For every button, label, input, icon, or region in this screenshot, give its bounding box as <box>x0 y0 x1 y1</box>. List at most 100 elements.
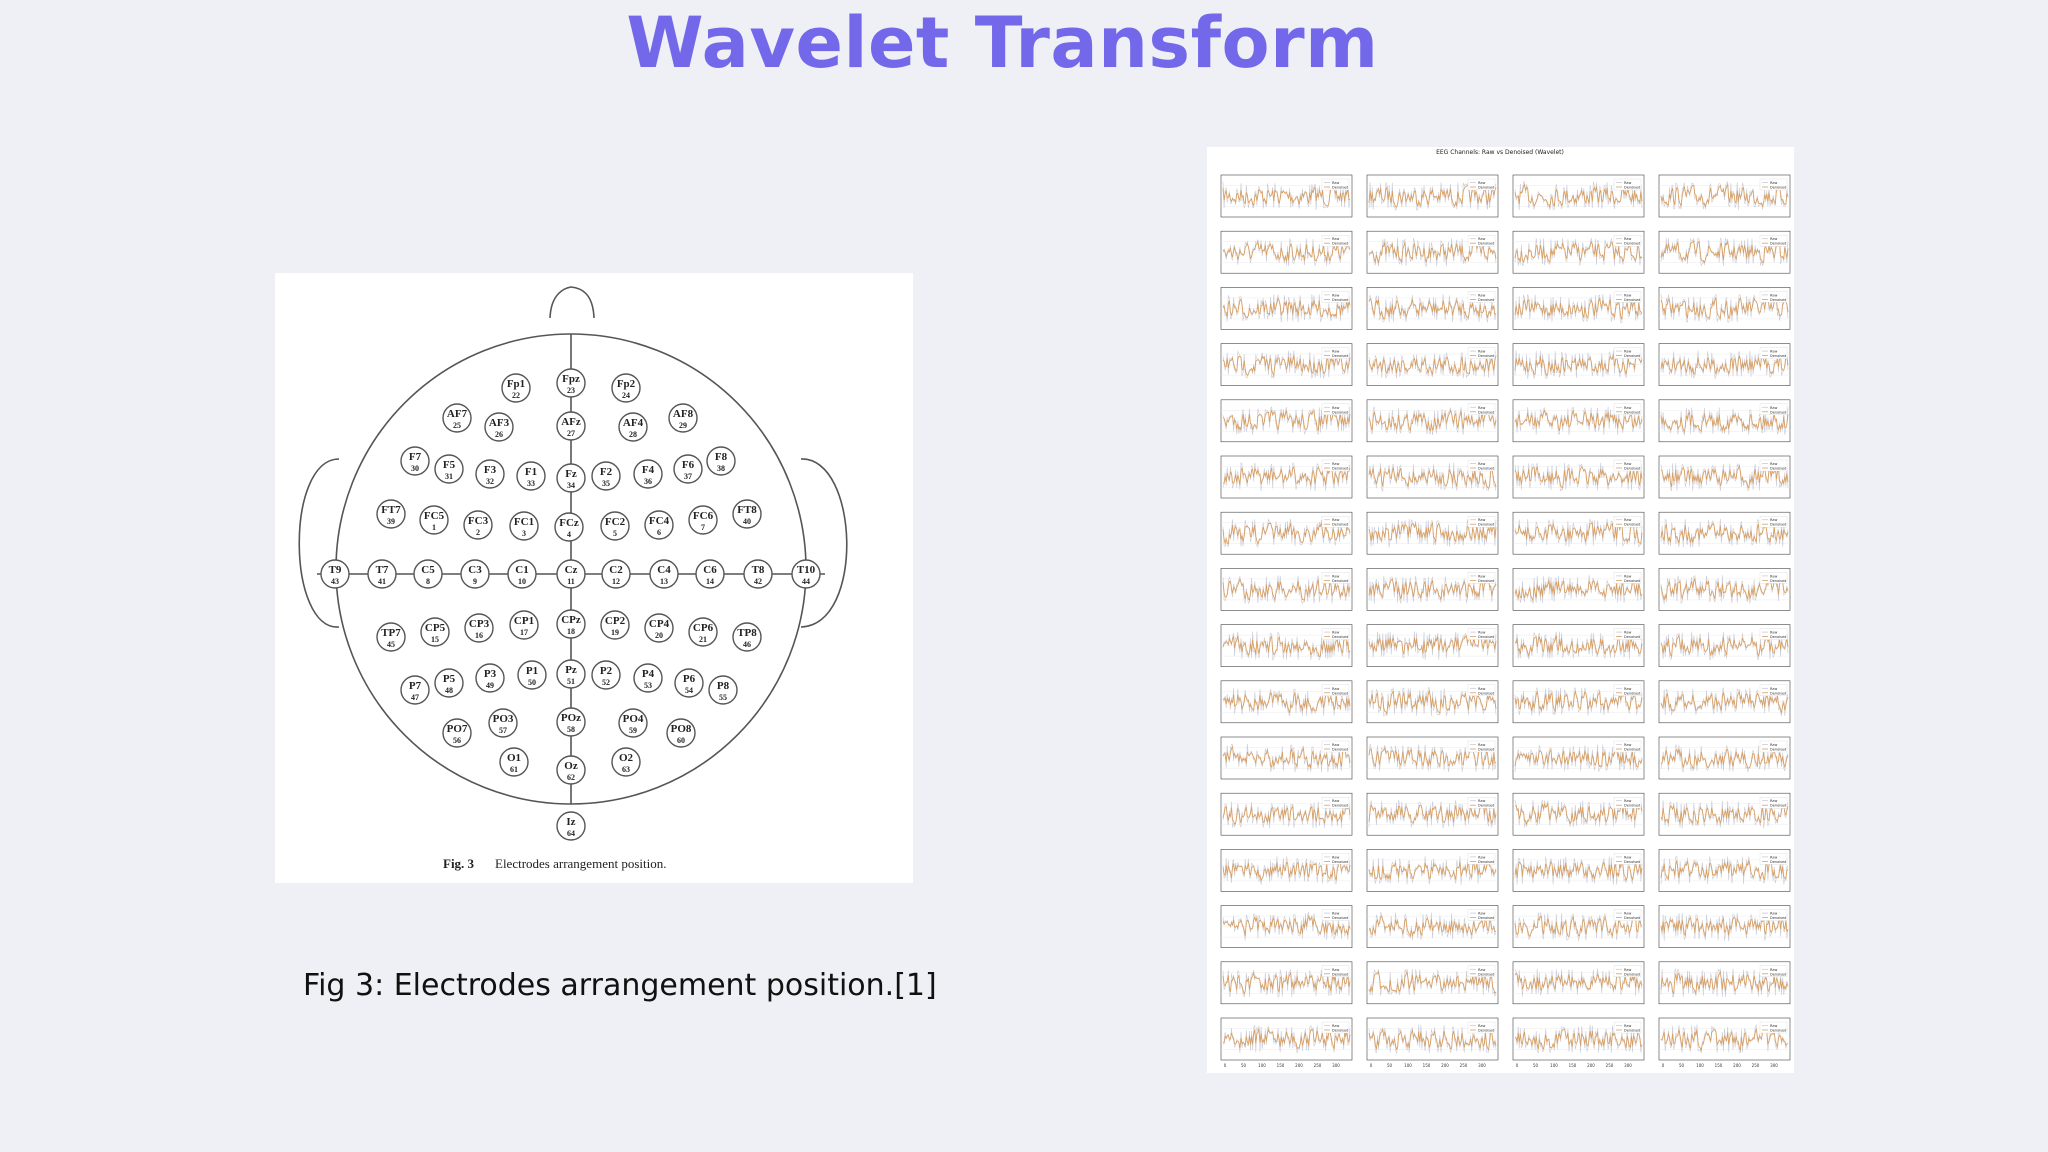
electrode-c5: C58 <box>413 559 443 589</box>
electrode-number: 50 <box>528 678 536 687</box>
electrode-circle <box>400 446 430 476</box>
legend-label: Raw <box>1624 293 1631 297</box>
subplot-legend <box>1759 291 1788 303</box>
legend-label: Raw <box>1770 462 1777 466</box>
electrode-circle <box>507 559 537 589</box>
legend-label: Raw <box>1624 406 1631 410</box>
subplot-legend <box>1759 909 1788 921</box>
electrode-name: PO3 <box>493 713 514 725</box>
legend-label: Denoised <box>1624 972 1640 976</box>
subplot-legend <box>1321 628 1350 640</box>
subplot-legend <box>1759 628 1788 640</box>
electrode-name: P7 <box>409 680 422 692</box>
legend-label: Denoised <box>1770 691 1786 695</box>
denoised-trace <box>1514 635 1643 658</box>
subplot-legend <box>1613 459 1642 472</box>
legend-label: Raw <box>1624 743 1631 747</box>
electrode-circle <box>633 459 663 489</box>
electrode-circle <box>376 499 406 529</box>
legend-label: Denoised <box>1770 804 1786 808</box>
raw-trace <box>1514 686 1643 716</box>
subplot-legend <box>1759 516 1788 528</box>
denoised-trace <box>1514 408 1643 432</box>
raw-trace <box>1514 856 1643 885</box>
electrode-name: P5 <box>443 673 456 685</box>
electrode-number: 27 <box>567 429 575 438</box>
raw-trace <box>1368 351 1497 379</box>
x-tick-label: 50 <box>1387 1063 1393 1068</box>
denoised-trace <box>1368 355 1497 376</box>
legend-label: Raw <box>1332 912 1339 916</box>
electrode-number: 59 <box>629 726 637 735</box>
electrode-number: 38 <box>717 464 725 473</box>
legend-label: Denoised <box>1478 410 1494 414</box>
subplot-legend <box>1759 684 1788 696</box>
right-ear-outline <box>800 458 848 628</box>
electrode-circle <box>509 511 539 541</box>
electrode-circle <box>556 659 586 689</box>
denoised-trace <box>1660 916 1789 937</box>
legend-label: Raw <box>1332 631 1339 635</box>
electrode-name: POz <box>561 712 581 724</box>
electrode-number: 35 <box>602 479 610 488</box>
electrode-number: 8 <box>426 577 430 586</box>
subplot-legend <box>1467 909 1496 921</box>
denoised-trace <box>1514 353 1643 377</box>
legend-label: Denoised <box>1332 691 1348 695</box>
electrode-number: 6 <box>657 528 661 537</box>
subplot-legend <box>1467 178 1496 191</box>
legend-label: Raw <box>1770 743 1777 747</box>
x-tick-label: 50 <box>1241 1063 1247 1068</box>
denoised-trace <box>1368 521 1497 543</box>
legend-label: Denoised <box>1770 916 1786 920</box>
x-tick-label: 0 <box>1224 1063 1227 1068</box>
legend-label: Raw <box>1770 237 1777 241</box>
x-tick-label: 100 <box>1258 1063 1266 1068</box>
electrode-circle <box>484 412 514 442</box>
electrode-number: 60 <box>677 736 685 745</box>
electrode-name: FT8 <box>737 504 757 516</box>
electrode-circle <box>644 613 674 643</box>
subplot-legend <box>1613 628 1642 640</box>
legend-label: Denoised <box>1770 467 1786 471</box>
denoised-trace <box>1514 860 1643 882</box>
subplot-legend <box>1321 684 1350 696</box>
electrode-circle <box>516 461 546 491</box>
electrode-number: 51 <box>567 677 575 686</box>
subplot-legend <box>1467 291 1496 303</box>
raw-trace <box>1368 575 1497 604</box>
electrode-name: P4 <box>642 668 655 680</box>
electrode-circle <box>442 718 472 748</box>
legend-label: Denoised <box>1478 1029 1494 1033</box>
electrode-circle <box>556 811 586 841</box>
raw-trace <box>1222 350 1351 379</box>
x-tick-label: 300 <box>1478 1063 1486 1068</box>
electrode-number: 47 <box>411 693 419 702</box>
electrode-circle <box>601 559 631 589</box>
electrode-circle <box>591 660 621 690</box>
x-tick-label: 250 <box>1752 1063 1760 1068</box>
electrode-name: C1 <box>515 564 528 576</box>
electrode-circle <box>688 505 718 535</box>
electrode-name: T9 <box>329 564 342 576</box>
electrode-circle <box>376 622 406 652</box>
